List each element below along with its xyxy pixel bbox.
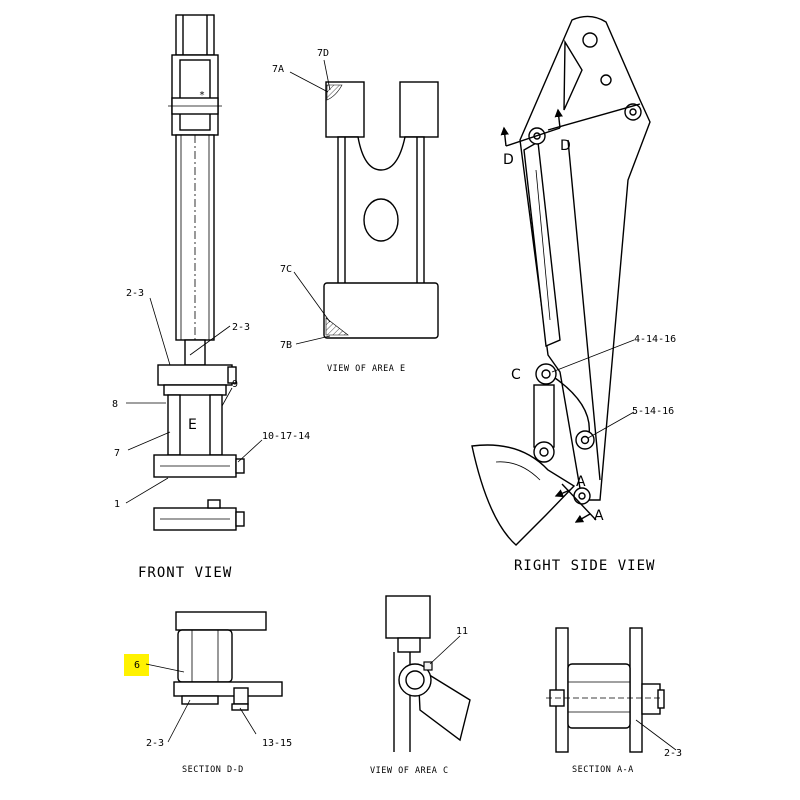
- callout-7b: 7B: [280, 340, 292, 351]
- section-d-d: 6 2-3 13-15 SECTION D-D: [124, 611, 292, 775]
- callout-5-14-16: 5-14-16: [632, 406, 674, 417]
- section-aa-title: SECTION A-A: [572, 765, 634, 775]
- svg-text:*: *: [199, 90, 205, 101]
- view-of-area-e: 7A 7D 7C 7B VIEW OF AREA E: [272, 48, 439, 374]
- view-area-c-title: VIEW OF AREA C: [370, 766, 449, 776]
- callout-9: 9: [232, 379, 238, 390]
- section-a-marker-bottom: A: [594, 508, 604, 524]
- view-area-e-title: VIEW OF AREA E: [327, 364, 406, 374]
- highlight-callout-6: [124, 654, 149, 676]
- section-dd-title: SECTION D-D: [182, 765, 244, 775]
- callout-2-3-dd: 2-3: [146, 738, 164, 749]
- callout-7: 7: [114, 448, 120, 459]
- callout-10-17-14: 10-17-14: [262, 431, 310, 442]
- callout-7c: 7C: [280, 264, 292, 275]
- section-a-a: 2-3 SECTION A-A: [546, 627, 682, 775]
- callout-4-14-16: 4-14-16: [634, 334, 676, 345]
- callout-8: 8: [112, 399, 118, 410]
- section-d-marker-right: D: [560, 138, 571, 154]
- right-side-view-title: RIGHT SIDE VIEW: [514, 558, 655, 574]
- area-e-marker: E: [188, 417, 197, 433]
- area-c-marker: C: [511, 367, 521, 383]
- callout-2-3-top: 2-3: [126, 288, 144, 299]
- callout-1: 1: [114, 499, 120, 510]
- callout-2-3-aa: 2-3: [664, 748, 682, 759]
- section-d-marker-left: D: [503, 152, 514, 168]
- section-a-marker-top: A: [576, 474, 586, 490]
- view-of-area-c: 11 VIEW OF AREA C: [370, 595, 471, 776]
- callout-7a: 7A: [272, 64, 284, 75]
- callout-13-15: 13-15: [262, 738, 292, 749]
- front-view-title: FRONT VIEW: [138, 565, 232, 581]
- callout-6: 6: [134, 660, 140, 671]
- right-side-view: D D A A C 4-14-16 5-14-16 RIGHT SIDE VIE…: [471, 15, 676, 574]
- front-view: * 2-3 2-3 8 9 7 10-17-14: [112, 14, 310, 581]
- callout-11: 11: [456, 626, 468, 637]
- callout-7d: 7D: [317, 48, 329, 59]
- callout-2-3-mid: 2-3: [232, 322, 250, 333]
